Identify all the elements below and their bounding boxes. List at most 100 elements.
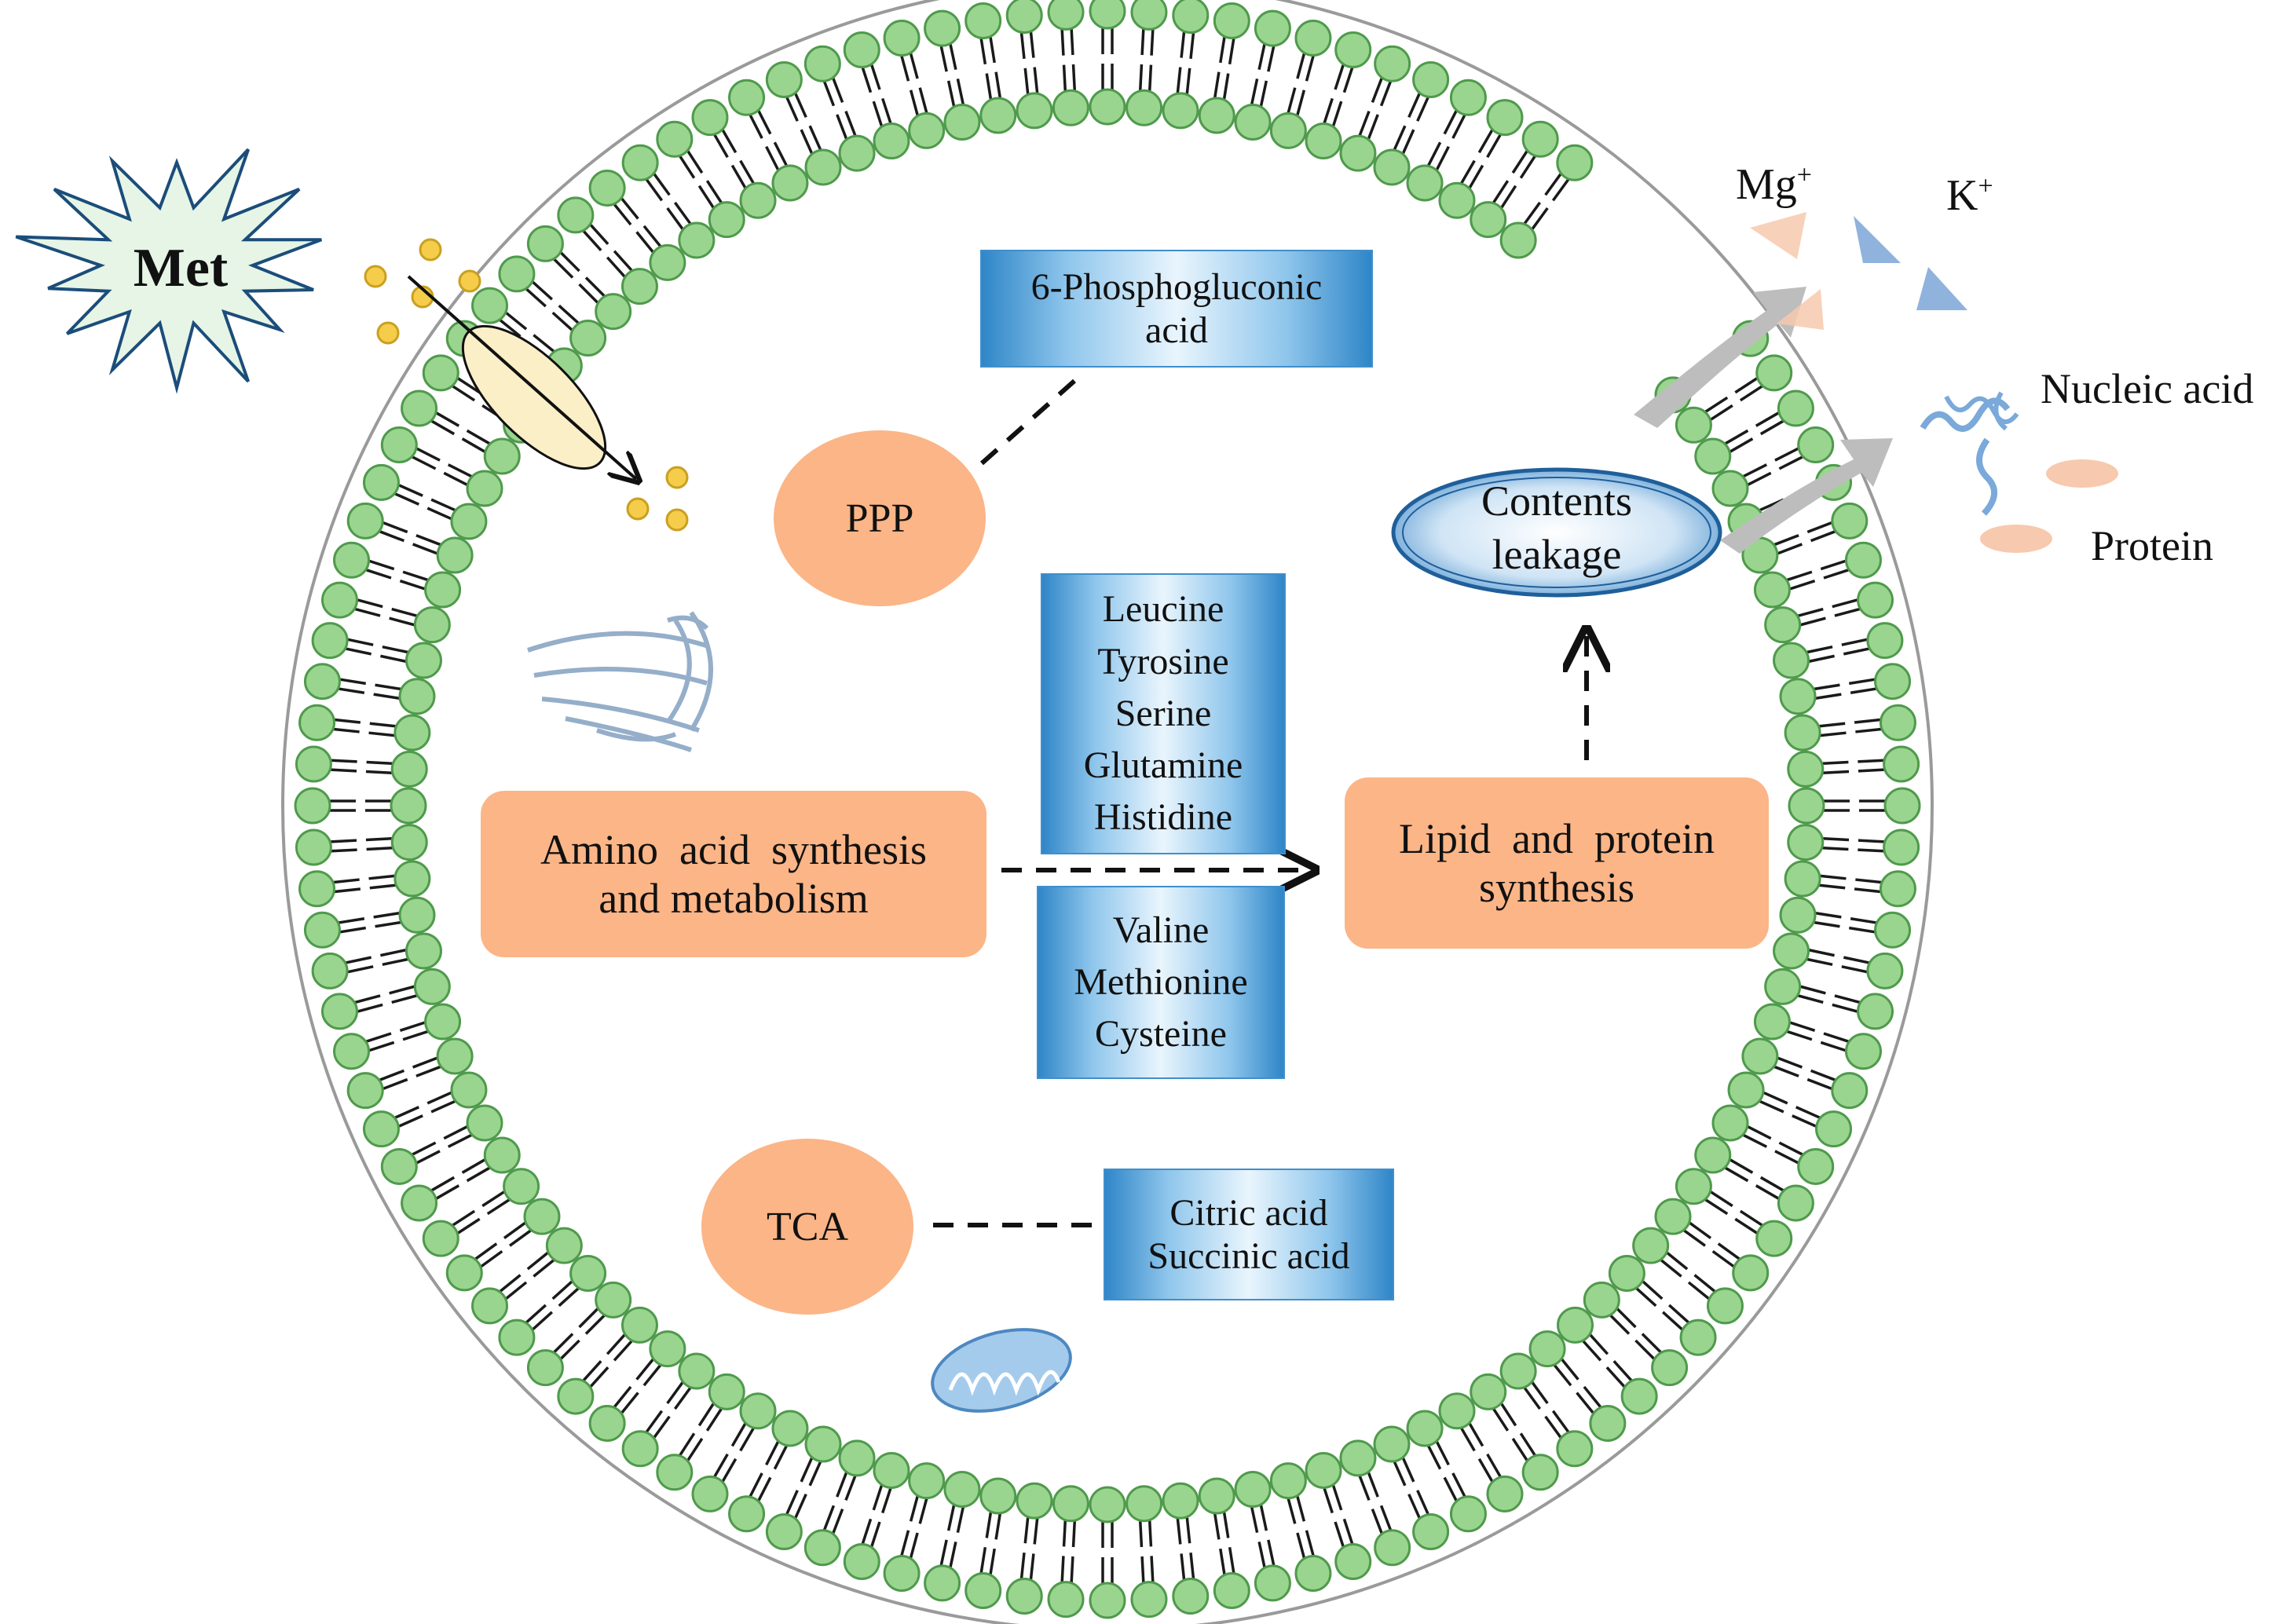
lipid-tail (1342, 1518, 1354, 1545)
lipid-tail (1855, 878, 1882, 884)
lipid-tail (1500, 1403, 1517, 1427)
lipid-tail (909, 90, 919, 116)
lipid-tail (1734, 377, 1758, 394)
efflux-arrow-upper (1634, 287, 1806, 428)
lipid-head (843, 1542, 880, 1580)
lipid-tail (757, 1476, 772, 1501)
lipid-tail (900, 1530, 910, 1556)
lipid-head (1305, 123, 1342, 160)
lipid-tail (505, 311, 528, 331)
lipid-tail (653, 1415, 671, 1439)
lipid-tail (673, 201, 692, 225)
lipid-tail (822, 81, 836, 107)
lipid-tail (1822, 836, 1850, 842)
lipid-tail (1810, 1069, 1836, 1081)
lipid-head (656, 120, 694, 158)
lipid-tail (1789, 580, 1816, 591)
lipid-tail (1704, 396, 1729, 413)
contents-leakage-label: Contents leakage (1481, 477, 1632, 578)
lipid-tail (730, 1422, 747, 1447)
lipid-head (545, 1227, 583, 1264)
lipid-head (1784, 860, 1821, 898)
lipid-head (1047, 1581, 1085, 1619)
lipid-head (1172, 1577, 1210, 1615)
lipid-head (771, 164, 809, 202)
lipid-tail (1800, 616, 1826, 627)
lipid-head (979, 97, 1017, 134)
lipid-tail (389, 616, 415, 627)
lipid-tail (1334, 1521, 1345, 1547)
nucleic-acid-icon (1920, 397, 2011, 432)
lipid-head (436, 1037, 474, 1075)
lipid-tail (1815, 693, 1842, 700)
lipid-tail (1822, 846, 1849, 851)
lipid-head (1883, 828, 1920, 866)
lipid-tail (1778, 455, 1803, 470)
lipid-tail (402, 570, 429, 582)
lipid-tail (480, 1249, 503, 1268)
lipid-head (1162, 1482, 1199, 1520)
lipid-tail (394, 1106, 420, 1119)
lipid-tail (1222, 73, 1230, 100)
lipid-head (390, 824, 428, 861)
lipid-tail (705, 180, 723, 203)
lipid-tail (1531, 1381, 1549, 1405)
lipid-head (1412, 60, 1450, 98)
lipid-tail (794, 93, 807, 119)
lipid-tail (832, 1508, 844, 1534)
lipid-tail (645, 1410, 664, 1433)
lipid-tail (368, 731, 395, 737)
lipid-tail (1717, 1242, 1740, 1260)
lipid-tail (620, 197, 639, 220)
lipid-tail (1358, 110, 1371, 137)
lipid-head (1126, 89, 1163, 126)
lipid-head (295, 745, 332, 783)
efflux-arrow-lower (1720, 438, 1893, 554)
lipid-tail (375, 920, 401, 928)
golgi-icon (527, 611, 713, 752)
lipid-tail (1468, 1422, 1484, 1447)
lipid-tail (1427, 141, 1442, 166)
lipid-tail (985, 1512, 993, 1538)
lipid-tail (461, 1158, 486, 1174)
lipid-head (1654, 1198, 1692, 1235)
lipid-tail (380, 949, 407, 957)
lipid-tail (447, 463, 472, 478)
lipid-tail (1511, 150, 1528, 174)
lipid-head (708, 1373, 745, 1410)
lipid-tail (1786, 570, 1813, 582)
lipid-head (1866, 952, 1904, 989)
lipid-tail (1755, 411, 1780, 427)
lipid-tail (1500, 185, 1517, 209)
lipid-head (1874, 911, 1912, 949)
lipid-tail (1213, 71, 1221, 98)
lipid-tail (800, 1458, 814, 1483)
lipid-head (1831, 502, 1869, 540)
lipid-tail (642, 225, 662, 247)
lipid-head (413, 606, 451, 644)
lipid-tail (525, 287, 547, 308)
lipid-tail (1334, 64, 1345, 90)
lipid-tail (373, 912, 400, 919)
lipid-tail (1849, 926, 1876, 934)
amino-acid-synthesis-box: Amino acid synthesis and metabolism (481, 791, 986, 957)
lipid-tail (1148, 1520, 1153, 1547)
lipid-tail (415, 1150, 441, 1165)
lipid-tail (1834, 607, 1861, 617)
lipid-tail (808, 125, 822, 151)
lipid-head (398, 678, 436, 715)
lipid-tail (391, 607, 418, 617)
lipid-tail (1774, 447, 1799, 462)
lipid-tail (1710, 1191, 1733, 1208)
lipid-head (1374, 45, 1411, 82)
lipid-tail (394, 492, 420, 506)
lipid-head (649, 243, 686, 281)
lipid-tail (443, 471, 468, 486)
lipid-tail (412, 1141, 437, 1156)
lipid-head (404, 932, 442, 970)
lipid-tail (1797, 607, 1824, 617)
lipid-tail (1138, 64, 1144, 91)
lipid-tail (1393, 125, 1407, 151)
lipid-head (413, 967, 451, 1005)
lipid-tail (1858, 759, 1884, 763)
